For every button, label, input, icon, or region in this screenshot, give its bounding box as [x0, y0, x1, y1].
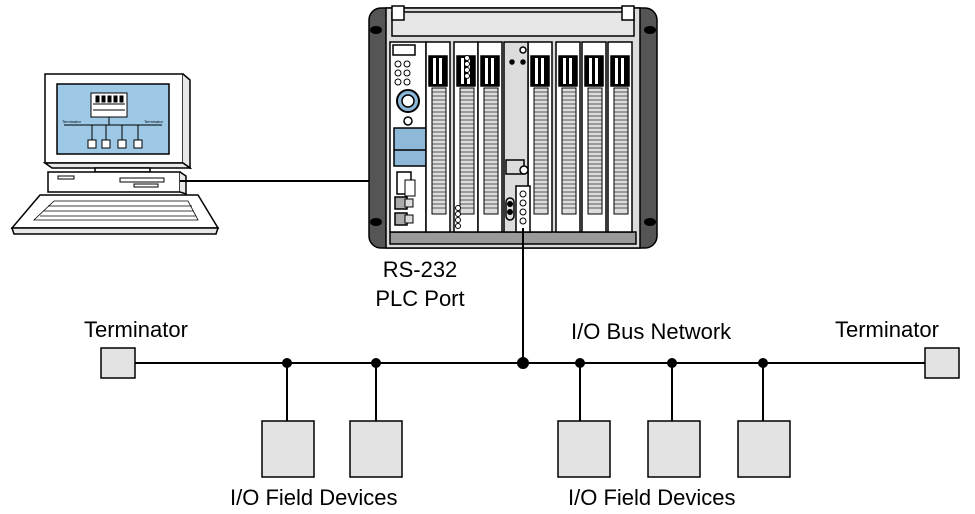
terminator-right-label: Terminator: [835, 317, 939, 342]
plc-rack: [368, 5, 658, 249]
io-module: [527, 41, 553, 233]
status-led: [455, 217, 461, 223]
io-module: [581, 41, 607, 233]
status-led: [464, 61, 470, 67]
io-field-device: [737, 420, 791, 478]
field-devices-right-label: I/O Field Devices: [568, 485, 736, 510]
field-devices-left-label: I/O Field Devices: [230, 485, 398, 510]
bus-junction-main: [517, 357, 529, 369]
terminator-right-box: [924, 347, 960, 379]
status-led: [464, 73, 470, 79]
status-led: [464, 67, 470, 73]
screen-terminator-left: Terminator: [62, 119, 82, 124]
io-field-device: [557, 420, 611, 478]
io-bus-network-label: I/O Bus Network: [571, 319, 732, 344]
io-module: [555, 41, 581, 233]
io-field-device: [261, 420, 315, 478]
status-led: [455, 223, 461, 229]
screen-terminator-right: Terminator: [144, 119, 164, 124]
terminator-left-box: [100, 347, 136, 379]
io-field-device: [349, 420, 403, 478]
cpu-label-blue: [393, 127, 427, 167]
computer-terminal: Terminator Terminator: [10, 73, 220, 235]
status-led: [455, 205, 461, 211]
plc-port-label-line2: PLC Port: [375, 286, 465, 311]
io-module: [425, 41, 451, 233]
status-led: [455, 211, 461, 217]
io-module: [607, 41, 633, 233]
io-field-device: [647, 420, 701, 478]
io-module: [477, 41, 503, 233]
terminator-left-label: Terminator: [84, 317, 188, 342]
floppy-slot-right: [119, 177, 165, 183]
floppy-slot-left: [57, 175, 75, 180]
status-led: [464, 55, 470, 61]
plc-port-label-line1: RS-232: [382, 257, 458, 282]
